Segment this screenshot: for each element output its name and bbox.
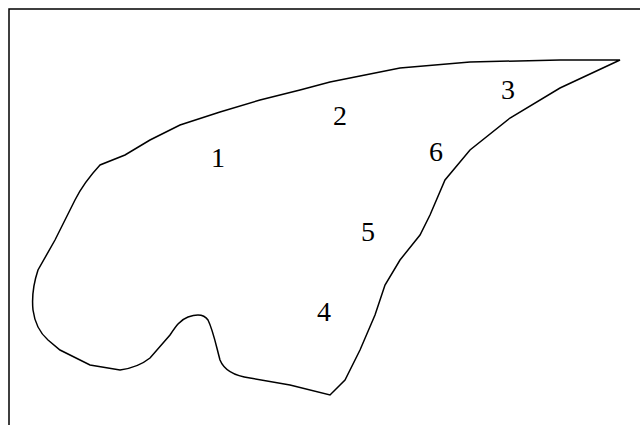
callout-number: 1 bbox=[211, 144, 225, 172]
callout-number: 4 bbox=[317, 298, 331, 326]
callout-number: 2 bbox=[333, 102, 347, 130]
callout-number: 5 bbox=[361, 218, 375, 246]
callout-number: 3 bbox=[501, 76, 515, 104]
callout-number: 6 bbox=[429, 138, 443, 166]
frame bbox=[9, 9, 640, 425]
region-outline bbox=[33, 60, 620, 395]
